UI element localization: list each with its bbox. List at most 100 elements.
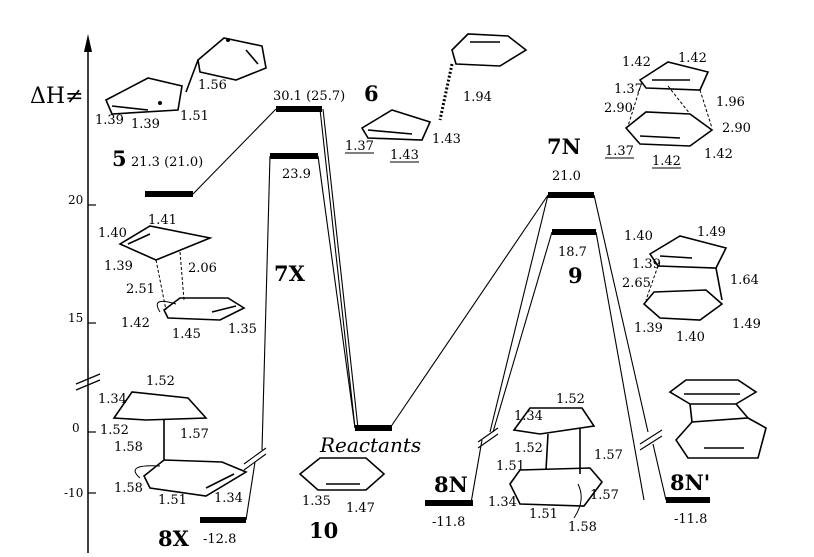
structure-8N bbox=[509, 407, 604, 507]
bond-label: 1.40 bbox=[676, 330, 705, 345]
level-bar-8Np bbox=[666, 497, 710, 503]
bond-label: 1.37 bbox=[605, 144, 634, 159]
label-8N: 8N bbox=[434, 472, 468, 497]
arrow-icon bbox=[156, 300, 177, 313]
label-reactants: Reactants bbox=[319, 433, 421, 457]
level-bar-5 bbox=[145, 191, 193, 197]
bond-label: 1.34 bbox=[514, 409, 543, 424]
bond-label: 1.43 bbox=[390, 148, 419, 163]
y-axis: ΔH≠ 20 15 0 -10 bbox=[30, 34, 101, 553]
energy-7N: 21.0 bbox=[552, 169, 581, 184]
bond-label: 1.39 bbox=[104, 259, 133, 274]
label-8X: 8X bbox=[158, 526, 190, 551]
energy-8Np: -11.8 bbox=[674, 512, 707, 527]
bond-label: 1.56 bbox=[198, 78, 227, 93]
level-bar-reactants bbox=[355, 425, 392, 431]
tick-label: -10 bbox=[64, 486, 83, 500]
energy-5: 21.3 (21.0) bbox=[131, 155, 203, 170]
bond-label: 1.64 bbox=[730, 273, 759, 288]
tick-label: 20 bbox=[68, 193, 83, 207]
level-bar-6 bbox=[276, 106, 322, 112]
bond-label: 1.47 bbox=[346, 501, 375, 516]
label-6: 6 bbox=[364, 81, 379, 106]
bond-label: 1.35 bbox=[302, 494, 331, 509]
arrow-icon bbox=[134, 465, 161, 479]
bond-label: 1.43 bbox=[432, 132, 461, 147]
bond-label: 1.42 bbox=[121, 316, 150, 331]
bond-label: 1.51 bbox=[158, 493, 187, 508]
label-10: 10 bbox=[309, 518, 338, 543]
bond-label: 1.34 bbox=[98, 392, 127, 407]
level-bar-7X bbox=[270, 153, 318, 159]
bond-label: 1.40 bbox=[624, 229, 653, 244]
bond-label: 1.52 bbox=[100, 423, 129, 438]
structure-5 bbox=[104, 37, 267, 115]
bond-label: 1.58 bbox=[114, 481, 143, 496]
label-8Np: 8N' bbox=[670, 470, 710, 495]
bond-label: 1.45 bbox=[172, 327, 201, 342]
energy-6: 30.1 (25.7) bbox=[273, 89, 345, 104]
bond-label: 1.58 bbox=[114, 440, 143, 455]
connector-lines bbox=[192, 108, 667, 521]
energy-8X: -12.8 bbox=[203, 532, 236, 547]
energy-9: 18.7 bbox=[558, 245, 587, 260]
bond-label: 1.39 bbox=[632, 257, 661, 272]
level-bar-9 bbox=[552, 229, 596, 235]
bond-label: 2.65 bbox=[622, 276, 651, 291]
level-bar-8X bbox=[200, 517, 246, 523]
bond-label: 1.37 bbox=[345, 139, 374, 154]
bond-label: 1.42 bbox=[622, 55, 651, 70]
radical-dot-icon bbox=[158, 101, 162, 105]
bond-label: 2.06 bbox=[188, 261, 217, 276]
label-7N: 7N bbox=[547, 134, 581, 159]
bond-label: 1.96 bbox=[716, 95, 745, 110]
bond-label: 1.39 bbox=[634, 321, 663, 336]
bond-label: 1.58 bbox=[568, 520, 597, 535]
bond-label: 1.40 bbox=[98, 226, 127, 241]
bond-label: 1.52 bbox=[514, 441, 543, 456]
bond-label: 1.34 bbox=[214, 491, 243, 506]
energy-8N: -11.8 bbox=[432, 515, 465, 530]
structure-7N bbox=[624, 61, 714, 147]
arrow-icon bbox=[573, 483, 582, 519]
tick-label: 15 bbox=[68, 311, 83, 325]
bond-label: 1.49 bbox=[697, 225, 726, 240]
bond-label: 1.35 bbox=[228, 322, 257, 337]
bond-label: 1.37 bbox=[614, 82, 643, 97]
energy-7X: 23.9 bbox=[282, 167, 311, 182]
tick-label: 0 bbox=[72, 421, 80, 435]
y-axis-label: ΔH≠ bbox=[30, 84, 84, 109]
radical-dot-icon bbox=[226, 38, 230, 42]
level-bar-7N bbox=[548, 192, 594, 198]
bond-label: 1.57 bbox=[594, 448, 623, 463]
axis-arrow-icon bbox=[84, 34, 92, 52]
bond-label: 1.57 bbox=[590, 488, 619, 503]
bond-label: 1.51 bbox=[180, 109, 209, 124]
energy-levels bbox=[145, 106, 710, 523]
forming-bond bbox=[438, 63, 454, 121]
bond-label: 2.90 bbox=[604, 101, 633, 116]
bond-label: 1.41 bbox=[148, 213, 177, 228]
bond-label: 1.52 bbox=[146, 374, 175, 389]
bond-label: 1.42 bbox=[704, 147, 733, 162]
bond-label: 1.34 bbox=[488, 495, 517, 510]
structure-8Np bbox=[668, 379, 767, 459]
label-5: 5 bbox=[112, 146, 127, 171]
bond-label: 2.90 bbox=[722, 121, 751, 136]
bond-label: 1.39 bbox=[95, 113, 124, 128]
structure-6 bbox=[360, 33, 528, 141]
level-bar-8N bbox=[425, 500, 473, 506]
bond-label: 2.51 bbox=[126, 282, 155, 297]
bond-label: 1.51 bbox=[496, 459, 525, 474]
bond-label: 1.42 bbox=[652, 154, 681, 169]
structure-10 bbox=[298, 457, 386, 491]
structure-8X bbox=[112, 391, 248, 497]
label-9: 9 bbox=[568, 263, 583, 288]
bond-label: 1.94 bbox=[463, 90, 492, 105]
bond-label: 1.51 bbox=[529, 507, 558, 522]
bond-label: 1.49 bbox=[732, 317, 761, 332]
structure-9 bbox=[642, 235, 728, 321]
bond-label: 1.42 bbox=[678, 51, 707, 66]
